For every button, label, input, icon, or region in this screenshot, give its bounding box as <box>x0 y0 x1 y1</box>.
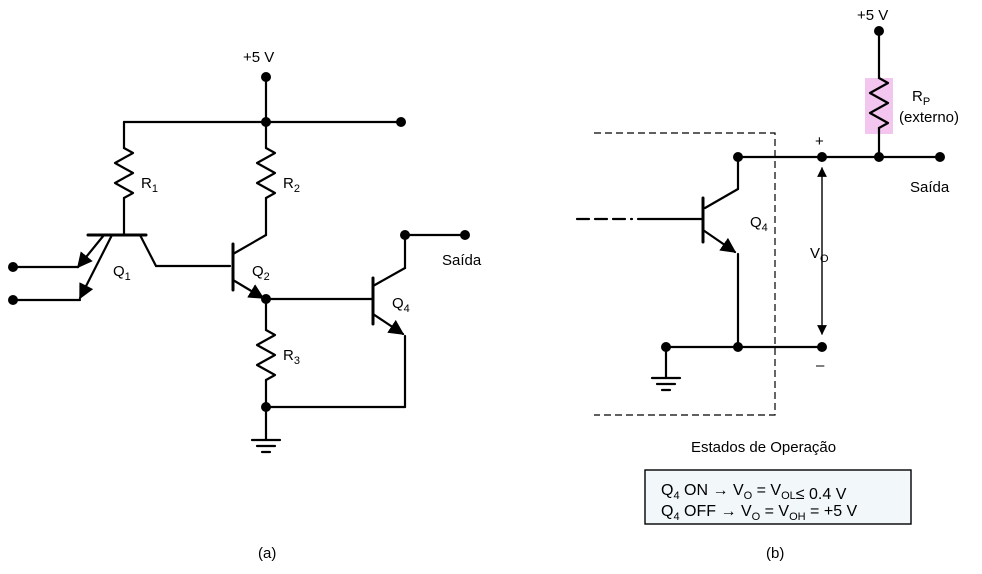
q4-emitter <box>371 312 405 336</box>
q4-collector <box>371 266 407 288</box>
input-terminal-1[interactable] <box>8 262 18 272</box>
vo-label: VO <box>810 245 829 265</box>
q2-collector <box>231 233 268 256</box>
q1-collector <box>138 233 158 268</box>
caption-a: (a) <box>258 545 276 562</box>
r3-label: R3 <box>283 347 300 367</box>
caption-b: (b) <box>766 545 784 562</box>
state-row-on: Q4 ON → VO = VOL≤ 0.4 V <box>661 482 847 503</box>
vo-minus-sign: – <box>816 357 825 374</box>
node-ground-b <box>661 342 671 352</box>
r2-resistor <box>255 146 277 200</box>
r3-resistor <box>255 328 277 382</box>
q1-emitter-1 <box>76 233 106 269</box>
circuit-b <box>575 29 942 392</box>
vo-plus-sign: + <box>815 133 824 150</box>
top-rail-terminal[interactable] <box>396 117 406 127</box>
rp-label: RP <box>912 88 930 108</box>
node-bottom <box>261 402 271 412</box>
rp-resistor <box>868 76 890 130</box>
q2-label: Q2 <box>252 263 270 283</box>
q4-label-a: Q4 <box>392 295 410 315</box>
r1-resistor <box>113 146 135 200</box>
state-row-off: Q4 OFF → VO = VOH = +5 V <box>661 503 858 523</box>
node-q4b-collector <box>733 152 743 162</box>
q1-label: Q1 <box>113 263 131 283</box>
rp-highlight <box>865 78 893 134</box>
node-top-rail <box>261 117 271 127</box>
supply-label-b: +5 V <box>857 7 888 24</box>
node-q4-collector <box>400 230 410 240</box>
q4-label-b: Q4 <box>750 214 768 234</box>
nodes-b <box>661 26 945 352</box>
supply-terminal-a[interactable] <box>261 72 271 82</box>
node-q4b-emitter <box>733 342 743 352</box>
q1-emitter-2 <box>78 233 114 300</box>
output-terminal-b[interactable] <box>935 152 945 162</box>
states-box <box>644 469 912 525</box>
node-q2-emitter <box>261 294 271 304</box>
node-vo-minus <box>817 342 827 352</box>
supply-terminal-b[interactable] <box>874 26 884 36</box>
states-title: Estados de Operação <box>691 439 836 456</box>
supply-label-a: +5 V <box>243 49 274 66</box>
ic-boundary <box>594 132 776 416</box>
input-terminal-2[interactable] <box>8 295 18 305</box>
node-rp <box>874 152 884 162</box>
rp-note: (externo) <box>899 109 959 126</box>
r1-label: R1 <box>141 175 158 195</box>
r2-label: R2 <box>283 175 300 195</box>
circuit-a <box>11 75 467 454</box>
q2-emitter <box>231 278 265 300</box>
output-label-b: Saída <box>910 179 950 196</box>
output-label-a: Saída <box>442 252 482 269</box>
q4b-emitter <box>701 228 737 254</box>
output-terminal-a[interactable] <box>460 230 470 240</box>
q4b-collector <box>703 187 740 210</box>
nodes-a <box>8 72 470 412</box>
node-vo-plus <box>817 152 827 162</box>
